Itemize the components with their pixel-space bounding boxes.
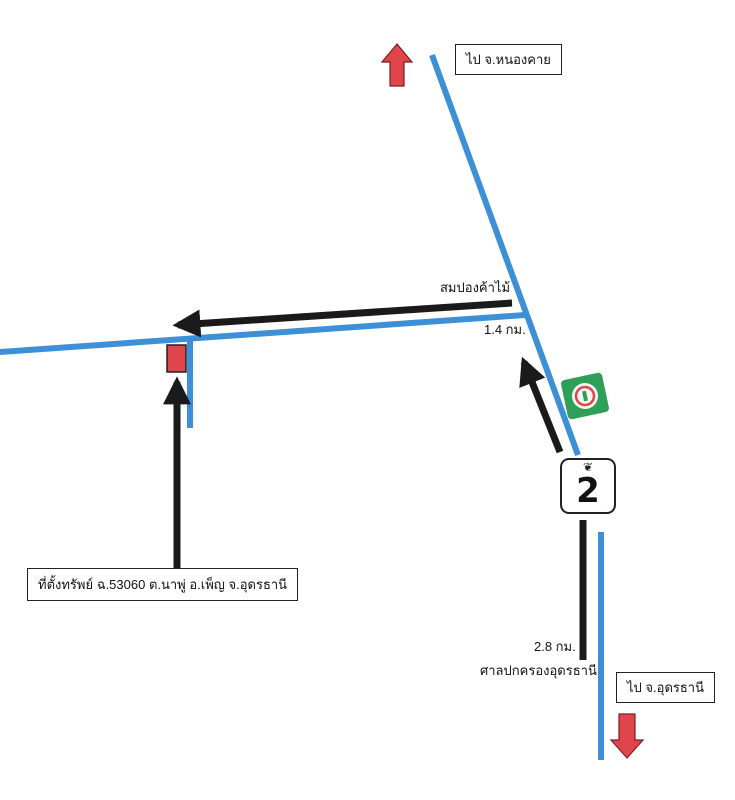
distance-to-junction-label: 1.4 กม. [484,322,526,338]
north-destination-text: ไป จ.หนองคาย [466,52,551,67]
property-location-label: ที่ตั้งทรัพย์ ฉ.53060 ต.นาพู่ อ.เพ็ญ จ.อ… [27,568,299,601]
north-arrow-icon [380,43,414,87]
south-destination-label: ไป จ.อุดรธานี [616,672,715,703]
gas-station-icon [561,372,609,420]
highway-shield-emblem-icon: ❦ [582,460,594,474]
cross-road [0,312,526,355]
main-highway-road [429,53,581,457]
south-destination-text: ไป จ.อุดรธานี [627,680,704,695]
court-name-label: ศาลปกครองอุดรธานี [480,663,597,679]
route-arrows [163,299,587,660]
distance-to-court-label: 2.8 กม. [534,639,576,655]
route-arrow-to-junction [519,356,564,454]
highway-number: 2 [576,471,600,511]
property-marker [166,344,187,373]
roads [0,53,604,760]
north-destination-label: ไป จ.หนองคาย [455,44,562,75]
property-location-text: ที่ตั้งทรัพย์ ฉ.53060 ต.นาพู่ อ.เพ็ญ จ.อ… [38,577,288,592]
junction-name-label: สมปองค้าไม้ [440,280,511,296]
direction-arrows [380,43,645,759]
route-arrow-to-property-road [172,299,513,338]
highway-shield: ❦ 2 [560,458,616,514]
south-arrow-icon [609,713,645,759]
